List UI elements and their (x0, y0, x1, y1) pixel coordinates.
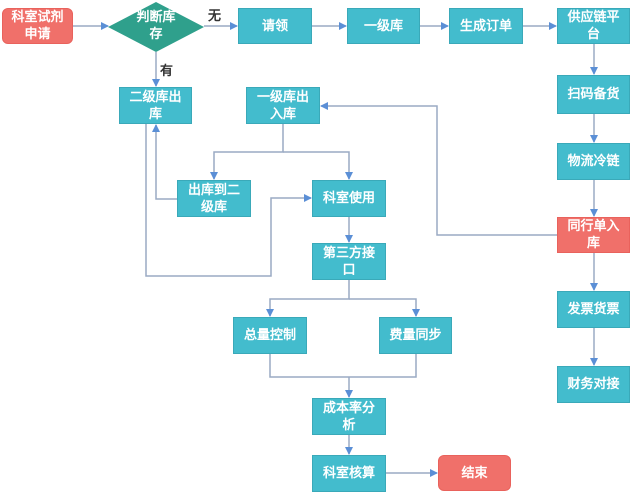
node-dept-use[interactable]: 科室使用 (312, 180, 386, 217)
decision-label: 判断库存 (136, 10, 176, 42)
node-dept-use-label: 科室使用 (322, 191, 375, 206)
node-dept-account[interactable]: 科室核算 (312, 455, 386, 492)
node-to-level2-label: 出库到二级库 (187, 182, 240, 215)
node-fee-sync[interactable]: 费量同步 (379, 317, 452, 354)
node-finance[interactable]: 财务对接 (557, 366, 630, 403)
node-receipt[interactable]: 同行单入库 (557, 217, 630, 253)
node-level1-io[interactable]: 一级库出入库 (246, 87, 320, 124)
node-logistics-label: 物流冷链 (567, 154, 620, 169)
edge-label-has-stock: 有 (160, 64, 174, 79)
node-supply-label: 供应链平台 (567, 10, 620, 42)
edge-totalctrl-merge (269, 354, 417, 378)
node-total-ctrl-label: 总量控制 (243, 328, 296, 343)
edge-tolevel2-level2out (152, 124, 177, 200)
node-total-ctrl[interactable]: 总量控制 (233, 317, 307, 354)
node-request[interactable]: 请领 (238, 8, 312, 44)
edge-thirdparty-feesync (349, 298, 420, 317)
decision-diamond (108, 2, 204, 52)
node-third-party-label: 第三方接口 (322, 245, 375, 278)
node-scan[interactable]: 扫码备货 (557, 75, 630, 114)
node-level2-out[interactable]: 二级库出库 (119, 87, 192, 124)
edge-level1io-deptuse (283, 151, 353, 180)
node-scan-label: 扫码备货 (567, 87, 620, 102)
node-level2-out-label: 二级库出库 (129, 89, 182, 122)
node-supply[interactable]: 供应链平台 (557, 8, 630, 44)
node-cost-analysis-label: 成本率分析 (322, 400, 375, 433)
node-invoice-label: 发票货票 (567, 302, 620, 317)
node-third-party[interactable]: 第三方接口 (312, 243, 386, 280)
node-level1[interactable]: 一级库 (347, 8, 420, 44)
node-end-label: 结束 (461, 465, 488, 481)
node-finance-label: 财务对接 (567, 377, 620, 392)
edge-level1io-split (210, 124, 284, 180)
node-order-label: 生成订单 (459, 18, 512, 34)
node-invoice[interactable]: 发票货票 (557, 291, 630, 328)
node-start[interactable]: 科室试剂申请 (2, 8, 73, 44)
node-cost-analysis[interactable]: 成本率分析 (312, 398, 386, 435)
edge-receipt-level1io (320, 102, 557, 236)
node-receipt-label: 同行单入库 (567, 219, 620, 251)
edge-label-no-stock: 无 (208, 9, 222, 24)
node-dept-account-label: 科室核算 (322, 466, 375, 481)
node-logistics[interactable]: 物流冷链 (557, 143, 630, 180)
node-to-level2[interactable]: 出库到二级库 (177, 180, 251, 217)
node-start-label: 科室试剂申请 (11, 10, 64, 42)
node-request-label: 请领 (261, 18, 288, 34)
node-fee-sync-label: 费量同步 (389, 328, 442, 343)
edge-level2out-deptuse (145, 124, 312, 277)
node-level1-io-label: 一级库出入库 (256, 89, 309, 122)
node-level1-label: 一级库 (363, 18, 403, 34)
node-end[interactable]: 结束 (438, 455, 511, 491)
node-order[interactable]: 生成订单 (449, 8, 523, 44)
edge-thirdparty-totalctrl (266, 280, 350, 317)
